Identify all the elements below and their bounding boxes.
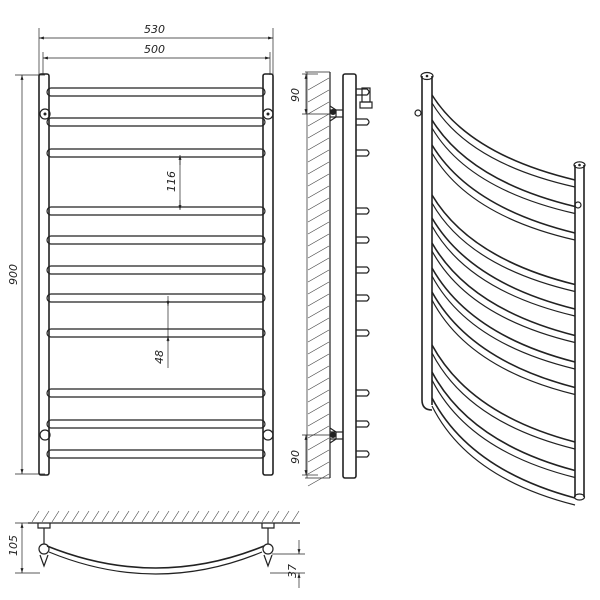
persp-bar-1 <box>431 94 576 181</box>
persp-bar-8 <box>431 291 576 389</box>
crossbars <box>46 87 266 459</box>
side-post <box>342 73 357 479</box>
top-bracket-right <box>261 523 275 568</box>
crossbar-7 <box>46 293 266 303</box>
left-post <box>38 73 50 476</box>
persp-bar-3 <box>431 144 576 234</box>
mount-knob-bottom-right <box>262 429 274 441</box>
mount-knob-bottom-left <box>39 429 51 441</box>
dim-bar-width: 500 <box>42 43 271 75</box>
dim-total-width: 530 <box>38 23 274 75</box>
front-view: 530 500 900 <box>7 23 274 476</box>
wall-section <box>305 71 331 487</box>
crossbar-5 <box>46 235 266 245</box>
right-post <box>262 73 274 476</box>
persp-bar-10 <box>431 371 576 472</box>
bar-stub-4 <box>356 207 370 215</box>
dim-gap-48: 48 <box>153 296 170 368</box>
top-wall <box>28 510 300 524</box>
side-bracket-bottom <box>329 427 343 444</box>
dim-text-500: 500 <box>144 43 165 56</box>
side-view: 90 90 <box>289 71 373 487</box>
valve-top <box>359 87 373 109</box>
crossbar-10 <box>46 419 266 429</box>
dim-text-37: 37 <box>286 564 299 578</box>
dim-text-530: 530 <box>144 23 165 36</box>
bar-stubs <box>356 88 370 458</box>
dim-text-90-bottom: 90 <box>289 450 302 464</box>
mount-knob-top-right <box>262 108 274 120</box>
bar-stub-1 <box>356 88 370 96</box>
bar-stub-9 <box>356 389 370 397</box>
bar-stub-5 <box>356 236 370 244</box>
side-bracket-top <box>329 105 343 122</box>
crossbar-8 <box>46 328 266 338</box>
dim-gap-116: 116 <box>165 155 182 210</box>
persp-right-post <box>573 161 586 501</box>
dim-side-top-90: 90 <box>289 73 330 115</box>
dim-top-37: 37 <box>270 540 305 588</box>
crossbar-11 <box>46 449 266 459</box>
persp-bar-11 <box>431 397 576 499</box>
persp-bar-6 <box>431 242 576 337</box>
dim-text-900: 900 <box>7 264 20 285</box>
top-curved-bar <box>46 545 265 575</box>
crossbar-6 <box>46 265 266 275</box>
persp-bar-4 <box>431 194 576 286</box>
perspective-view <box>414 71 586 506</box>
dim-top-105: 105 <box>7 522 40 574</box>
bar-stub-8 <box>356 329 370 337</box>
dim-text-116: 116 <box>165 171 178 192</box>
dim-text-90-top: 90 <box>289 88 302 102</box>
crossbar-2 <box>46 117 266 127</box>
persp-bar-5 <box>431 217 576 310</box>
bar-stub-10 <box>356 420 370 428</box>
dim-side-bottom-90: 90 <box>289 434 330 476</box>
persp-bar-7 <box>431 267 576 363</box>
persp-left-post <box>414 71 434 411</box>
top-bracket-left <box>37 523 51 568</box>
bar-stub-11 <box>356 450 370 458</box>
crossbar-4 <box>46 206 266 216</box>
dim-text-105: 105 <box>7 535 20 556</box>
bar-stub-2 <box>356 118 370 126</box>
persp-bar-9 <box>431 344 576 443</box>
persp-bar-2 <box>431 119 576 208</box>
dim-text-48: 48 <box>153 350 166 364</box>
top-view: 105 37 <box>7 510 305 588</box>
bar-stub-7 <box>356 294 370 302</box>
bar-stub-6 <box>356 266 370 274</box>
bar-stub-3 <box>356 149 370 157</box>
crossbar-3 <box>46 148 266 158</box>
mount-knob-top-left <box>39 108 51 120</box>
persp-curved-bars <box>431 94 576 506</box>
crossbar-1 <box>46 87 266 97</box>
crossbar-9 <box>46 388 266 398</box>
